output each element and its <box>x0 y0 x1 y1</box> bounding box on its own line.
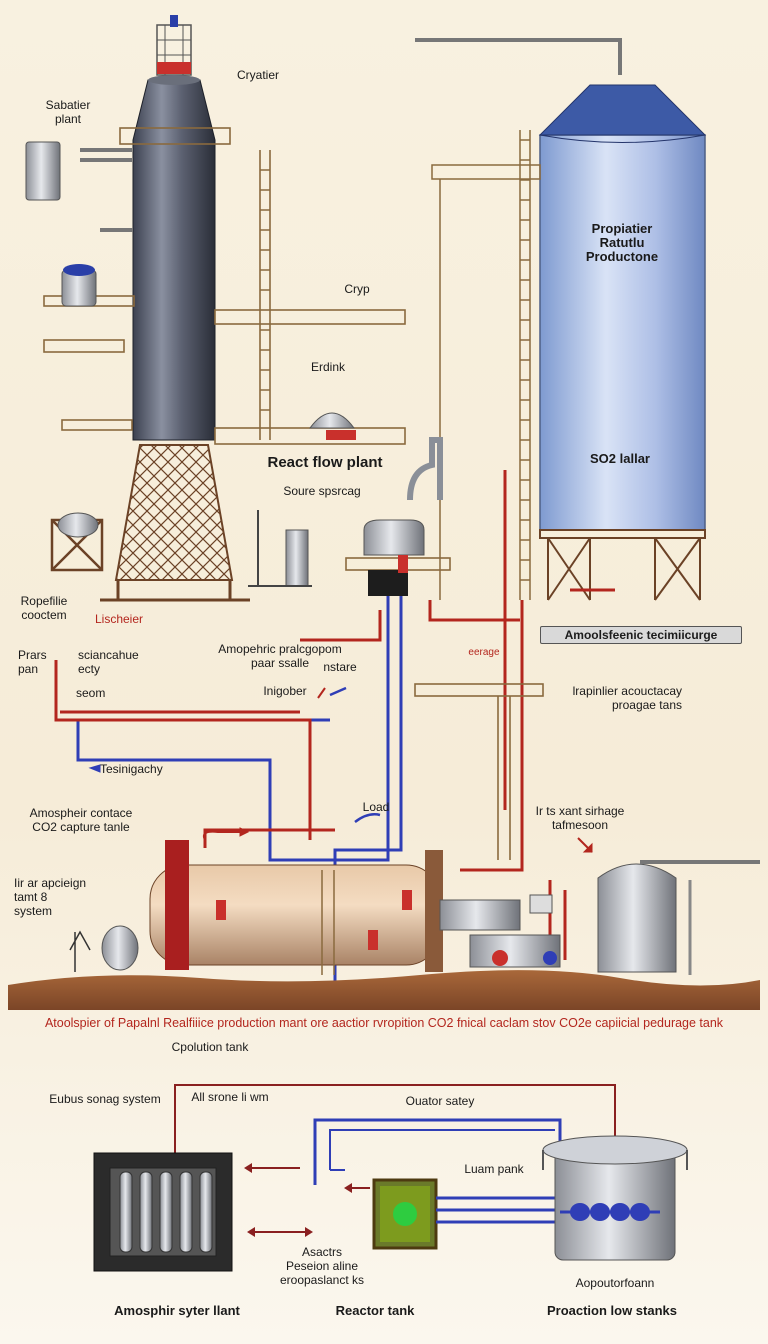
label-lischeier: Lischeier <box>94 612 144 626</box>
label-load: Load <box>362 800 390 814</box>
label-irapinlier: lrapinlier acouctacay proagae tans <box>572 684 682 712</box>
label-eubus: Eubus sonag system <box>49 1092 161 1106</box>
label-seom: seom <box>76 686 106 700</box>
label-asactrs: Asactrs Peseion aline eroopaslanct ks <box>279 1245 365 1287</box>
label-sciancalue: sciancahue ecty <box>78 648 139 676</box>
label-nstare: nstare <box>323 660 357 674</box>
label-cryp: Cryp <box>344 282 370 296</box>
label-cpolution-tank: Cpolution tank <box>171 1040 249 1054</box>
center-reactor <box>345 437 451 596</box>
pump-machinery <box>439 894 561 968</box>
label-soure: Soure spsrcag <box>283 484 361 498</box>
label-ouator: Ouator satey <box>405 1094 475 1108</box>
bottom-schematic <box>93 1084 688 1272</box>
storage-tank-right <box>597 860 760 975</box>
label-prars: Prars pan <box>18 648 47 676</box>
label-irts: Ir ts xant sirhage tafmesoon <box>535 804 625 832</box>
label-proaction-low-stanks: Proaction low stanks <box>546 1303 678 1318</box>
flow-arrows <box>202 687 593 853</box>
label-tesinigachy: Tesinigachy <box>100 762 163 776</box>
label-amopehric: Amopehric pralcgopom paar ssalle <box>218 642 342 670</box>
label-propiatier: Propiatier Ratutlu Productone <box>585 221 659 264</box>
banner-amoolsfeenic: Amoolsfeenic tecimiicurge <box>540 626 742 644</box>
label-amospheir: Amospheir contace CO2 capture tanle <box>29 806 133 834</box>
label-eerage: eerage <box>468 647 500 658</box>
label-so2: SO2 lallar <box>590 451 650 466</box>
label-irapcign: Iir ar apcieign tamt 8 system <box>14 876 87 918</box>
small-tank-left <box>69 925 139 972</box>
co2-capture-tank <box>149 840 443 975</box>
label-erdink: Erdink <box>310 360 345 374</box>
ground <box>8 970 760 1010</box>
label-inigober: Inigober <box>263 684 307 698</box>
label-aopoutorfoann: Aopoutorfoann <box>575 1276 655 1290</box>
silo-tank <box>415 38 707 601</box>
ladder-tower <box>414 683 544 860</box>
diagram-caption: Atoolspier of Papalnl Realfiiice product… <box>44 1016 724 1030</box>
label-ropefile: Ropefilie cooctem <box>20 594 68 622</box>
label-reactor-tank: Reactor tank <box>335 1303 415 1318</box>
label-sabatier: Sabatier plant <box>45 98 91 126</box>
label-amosphir-syter-llant: Amosphir syter llant <box>114 1303 240 1318</box>
label-react-flow-plant: React flow plant <box>267 454 383 471</box>
label-cryatier: Cryatier <box>236 68 279 82</box>
label-luam-pank: Luam pank <box>464 1162 524 1176</box>
sabatier-tower <box>25 15 406 602</box>
label-all-srone: All srone li wm <box>191 1090 269 1104</box>
